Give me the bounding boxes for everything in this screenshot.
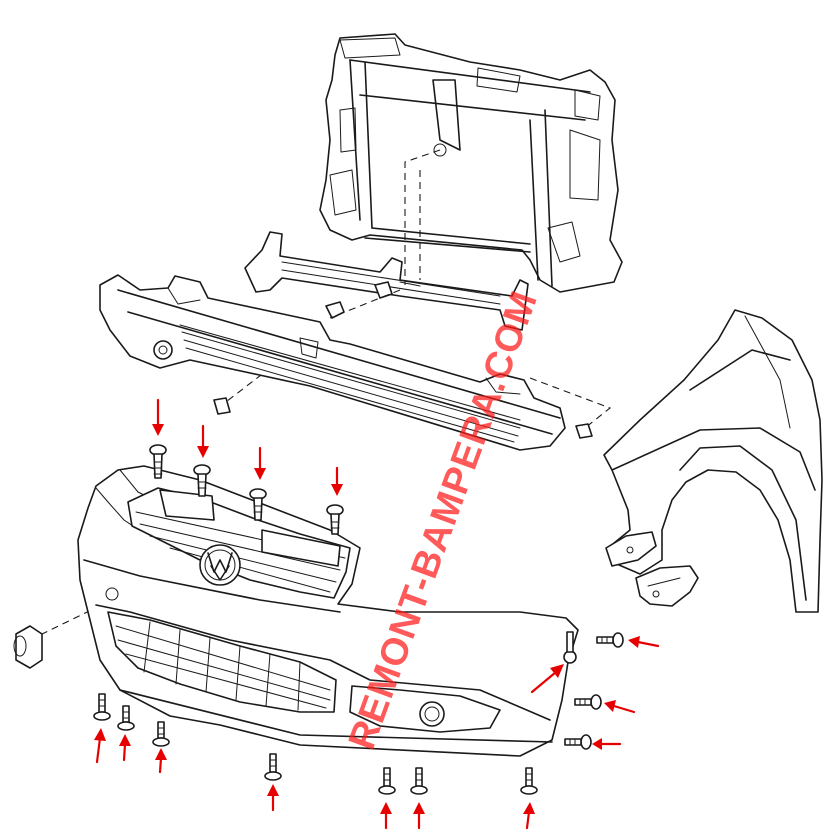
arrow-grille-2 — [197, 424, 209, 458]
screw-bottom-3 — [152, 721, 170, 747]
fender-bracket — [605, 531, 699, 607]
screw-grille-2 — [193, 464, 211, 497]
screw-grille-4 — [326, 504, 344, 535]
screw-bottom-7 — [520, 767, 538, 795]
arrow-bottom-3 — [155, 748, 167, 774]
front-fender — [603, 309, 823, 613]
screw-side-4 — [564, 734, 592, 750]
radiator-grille — [127, 487, 351, 599]
screw-side-2 — [596, 632, 624, 648]
screw-side-3 — [574, 694, 602, 710]
arrow-bottom-5 — [380, 802, 392, 830]
screw-bottom-5 — [378, 767, 396, 795]
screw-bottom-2 — [117, 705, 135, 731]
clip-nut-center — [374, 281, 393, 299]
vw-emblem — [199, 544, 241, 586]
screw-grille-1 — [149, 444, 167, 479]
screw-bottom-6 — [410, 767, 428, 795]
arrow-bottom-2 — [119, 734, 131, 762]
arrow-bottom-4 — [267, 784, 279, 812]
screw-grille-3 — [249, 488, 267, 521]
screws — [93, 444, 624, 795]
arrow-grille-3 — [254, 446, 266, 480]
screw-bottom-4 — [264, 753, 282, 781]
arrow-side-2 — [628, 636, 660, 648]
lower-grille — [107, 611, 337, 713]
clip-nut-left — [325, 301, 345, 319]
screw-bottom-1 — [93, 693, 111, 721]
clip-nut-beam-right — [575, 423, 593, 439]
arrow-bottom-6 — [413, 802, 425, 830]
upper-lock-bracket — [244, 231, 529, 331]
arrow-side-1 — [530, 664, 564, 694]
arrow-bottom-7 — [523, 802, 535, 830]
arrow-side-3 — [604, 700, 636, 714]
arrow-bottom-1 — [94, 728, 106, 764]
clip-nut-beam-left — [213, 397, 231, 415]
screw-side-1 — [563, 631, 577, 664]
bumper-reinforcement-beam — [99, 274, 566, 451]
tow-eye-cap — [13, 625, 43, 669]
fog-lamp-grille — [349, 685, 501, 733]
radiator-support-frame — [319, 33, 623, 293]
fastener-arrows — [94, 398, 660, 830]
arrow-side-4 — [592, 738, 622, 750]
arrow-grille-1 — [152, 398, 164, 436]
arrow-grille-4 — [331, 466, 343, 496]
